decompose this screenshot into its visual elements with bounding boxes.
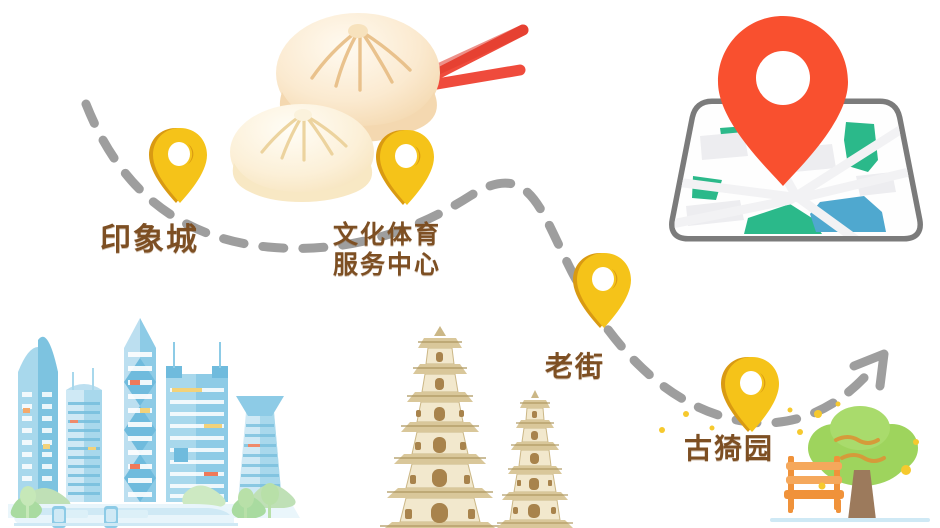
pin-guyiyuan[interactable] bbox=[721, 357, 779, 432]
tree-trunk bbox=[848, 470, 876, 520]
route-arrow-head bbox=[849, 349, 889, 391]
label-line-2: 服务中心 bbox=[333, 249, 442, 279]
steamed-bun-lower bbox=[230, 104, 374, 202]
label-line-1: 文化体育 bbox=[333, 220, 442, 249]
park-bench bbox=[784, 456, 844, 513]
skyscraper-twin-antenna bbox=[166, 342, 228, 502]
label-guyiyuan: 古猗园 bbox=[684, 432, 775, 465]
skyscraper-diamond bbox=[124, 318, 156, 502]
label-wenhua-tiyu-fuwu-zhongxin: 文化体育 服务中心 bbox=[333, 220, 441, 279]
steamed-bun-upper bbox=[276, 13, 440, 142]
ground-and-train bbox=[8, 483, 300, 528]
label-laojie: 老街 bbox=[545, 350, 606, 383]
park-scene bbox=[659, 401, 930, 522]
pagoda-large bbox=[380, 326, 500, 528]
label-yinxiangcheng: 印象城 bbox=[100, 222, 199, 258]
sparkle-dots bbox=[659, 401, 919, 490]
pin-laojie[interactable] bbox=[573, 253, 631, 328]
pagoda-small bbox=[497, 390, 573, 528]
skyscraper-round bbox=[66, 368, 102, 502]
pin-yinxiangcheng[interactable] bbox=[149, 128, 207, 203]
skyscraper-pointed bbox=[18, 336, 58, 502]
location-pin-large bbox=[718, 16, 848, 186]
pin-wenhua-tiyu-center[interactable] bbox=[376, 130, 434, 205]
skyscraper-bottleopener bbox=[236, 396, 284, 502]
